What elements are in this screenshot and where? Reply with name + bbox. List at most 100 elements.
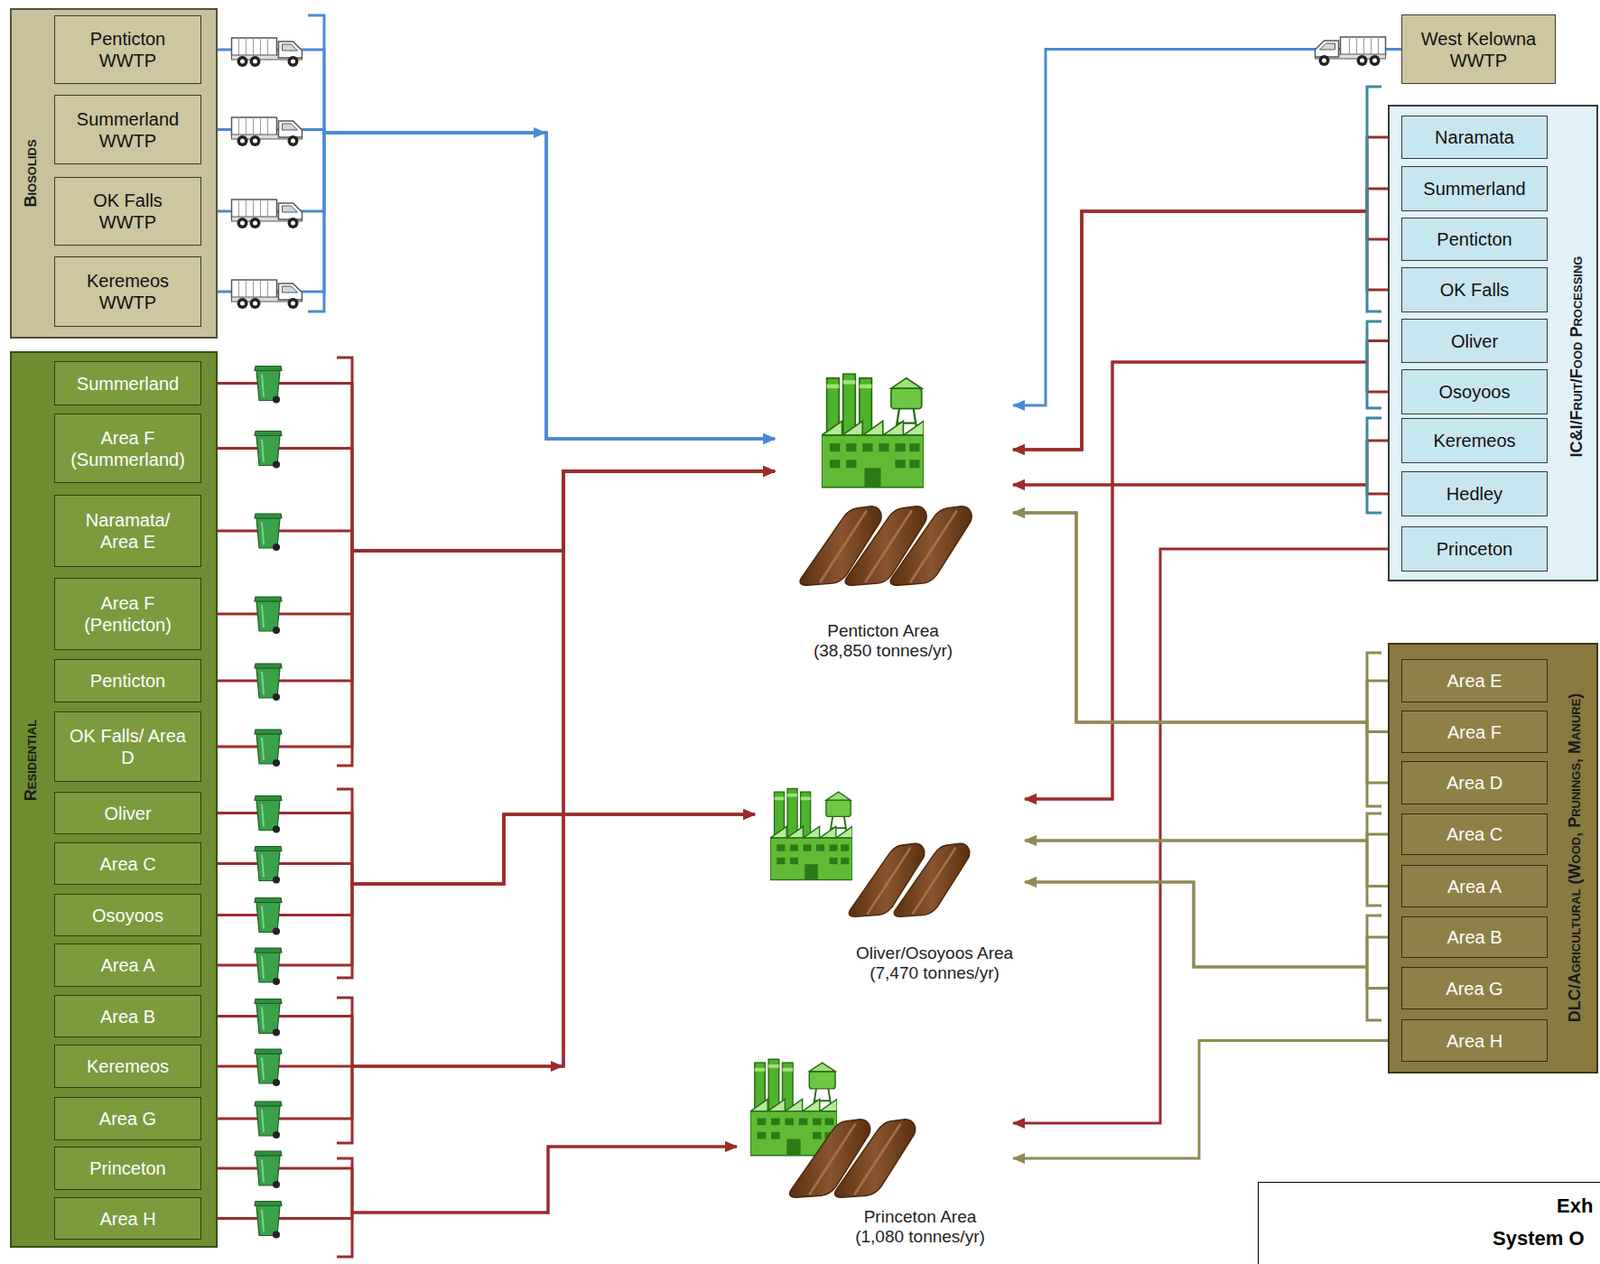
windrow-icon xyxy=(890,506,972,587)
box-label: Summerland WWTP xyxy=(67,108,188,152)
truck-icon xyxy=(232,117,303,147)
bracket xyxy=(336,997,353,1144)
source-box: OK Falls xyxy=(1401,267,1548,313)
bracket xyxy=(1367,86,1382,312)
panel-title: DLC/Agricultural (Wood, Prunings, Manure… xyxy=(1564,693,1585,1024)
box-label: Penticton xyxy=(1436,228,1512,251)
source-box: Area E xyxy=(1401,659,1548,703)
box-label: Naramata xyxy=(1434,126,1515,149)
bin-icon xyxy=(254,596,282,634)
flow-arrow xyxy=(201,471,775,551)
facility-label: Oliver/Osoyoos Area (7,470 tonnes/yr) xyxy=(846,943,1024,984)
bin-icon xyxy=(254,999,282,1037)
flow-arrow xyxy=(201,814,755,966)
windrow-icon xyxy=(835,1119,916,1199)
facility-label: Penticton Area (38,850 tonnes/yr) xyxy=(804,621,963,661)
source-box: Princeton xyxy=(54,1146,202,1191)
source-box: Naramata/ Area E xyxy=(54,494,202,568)
source-box: Penticton xyxy=(1401,217,1548,261)
source-box: Oliver xyxy=(1401,318,1548,363)
flow-arrow xyxy=(1013,440,1402,485)
source-panel: Area E Area F Area D Area C Area A Area B Area… xyxy=(1387,642,1599,1074)
flow-arrow xyxy=(201,471,775,1067)
source-box: Area C xyxy=(1401,813,1548,856)
box-label: Area H xyxy=(1446,1030,1503,1052)
flow-arrow xyxy=(1013,512,1402,723)
factory-icon xyxy=(770,788,853,880)
source-panel: NaramataSummerlandPenticton OK FallsOlive… xyxy=(1387,104,1599,582)
bin-icon xyxy=(254,431,282,469)
bin-icon xyxy=(254,366,282,404)
box-label: Naramata/ Area E xyxy=(67,509,188,553)
flow-arrow xyxy=(1013,512,1402,733)
box-label: Oliver xyxy=(1451,330,1498,353)
bracket xyxy=(1367,813,1382,906)
source-box: Summerland WWTP xyxy=(54,94,202,165)
box-label: Area H xyxy=(99,1208,156,1230)
box-label: OK Falls xyxy=(1440,279,1510,301)
flow-arrow xyxy=(201,49,775,439)
box-label: Keremeos xyxy=(86,1055,169,1078)
flow-arrow xyxy=(201,132,775,439)
windrow-icon xyxy=(893,843,970,917)
source-box: Area A xyxy=(1401,865,1548,908)
source-box: Penticton WWTP xyxy=(54,15,202,84)
truck-icon xyxy=(232,37,303,67)
box-label: Summerland xyxy=(1423,177,1526,200)
flow-arrow xyxy=(1013,211,1402,450)
exhibit-title: System O xyxy=(1492,1227,1585,1251)
flow-arrow xyxy=(1013,548,1402,1124)
bin-icon xyxy=(254,1101,282,1139)
arrowhead xyxy=(550,1060,564,1072)
flow-arrow xyxy=(1013,484,1402,494)
source-box: Area A xyxy=(54,943,202,987)
source-box: Osoyoos xyxy=(54,893,202,937)
flow-arrow xyxy=(1024,362,1402,800)
box-label: Area G xyxy=(1445,977,1503,1000)
bracket xyxy=(336,357,353,766)
flow-arrow xyxy=(201,814,755,916)
flow-arrow xyxy=(1013,188,1402,450)
facility: Oliver/Osoyoos Area (7,470 tonnes/yr) xyxy=(754,776,1025,994)
flow-arrow xyxy=(201,471,775,747)
bin-icon xyxy=(254,846,282,884)
truck-icon xyxy=(1315,37,1387,66)
source-box: Hedley xyxy=(1401,471,1548,517)
source-box: Naramata xyxy=(1401,115,1548,159)
source-box: OK Falls/ Area D xyxy=(54,711,202,782)
box-label: Osoyoos xyxy=(92,904,164,927)
bin-icon xyxy=(254,1151,282,1189)
source-box: Area G xyxy=(54,1097,202,1141)
exhibit-box: ExhSystem O xyxy=(1257,1181,1600,1264)
box-label: Osoyoos xyxy=(1439,381,1511,403)
panel-title: IC&I/Fruit/Food Processing xyxy=(1566,256,1587,458)
source-box: Princeton xyxy=(1401,526,1548,572)
source-box: West Kelowna WWTP xyxy=(1401,14,1556,84)
bin-icon xyxy=(254,729,282,767)
flow-arrow xyxy=(201,383,775,552)
box-label: OK Falls WWTP xyxy=(67,189,188,233)
flow-arrow xyxy=(201,813,755,885)
source-box: Area D xyxy=(1401,761,1548,805)
source-panel: SummerlandArea F (Summerland) Naramata/ A… xyxy=(9,351,218,1248)
arrowhead xyxy=(533,127,547,139)
box-label: Area G xyxy=(99,1107,157,1130)
box-label: Summerland xyxy=(76,372,179,395)
box-label: OK Falls/ Area D xyxy=(67,725,188,769)
source-box: Summerland xyxy=(1401,166,1548,212)
box-label: Area C xyxy=(1446,823,1503,846)
flow-arrow xyxy=(201,471,775,1067)
flow-arrow xyxy=(1024,882,1402,989)
flow-arrow xyxy=(1013,1041,1402,1160)
box-label: West Kelowna WWTP xyxy=(1414,27,1543,72)
facility: Penticton Area (38,850 tonnes/yr) xyxy=(774,365,1014,673)
flow-arrow xyxy=(1024,882,1402,968)
box-label: Area F xyxy=(1447,721,1502,744)
source-box: Penticton xyxy=(54,659,202,703)
box-label: Keremeos WWTP xyxy=(67,269,188,314)
box-label: Area F (Summerland) xyxy=(67,427,188,471)
flow-arrow xyxy=(201,130,775,440)
source-box: Area B xyxy=(1401,916,1548,959)
